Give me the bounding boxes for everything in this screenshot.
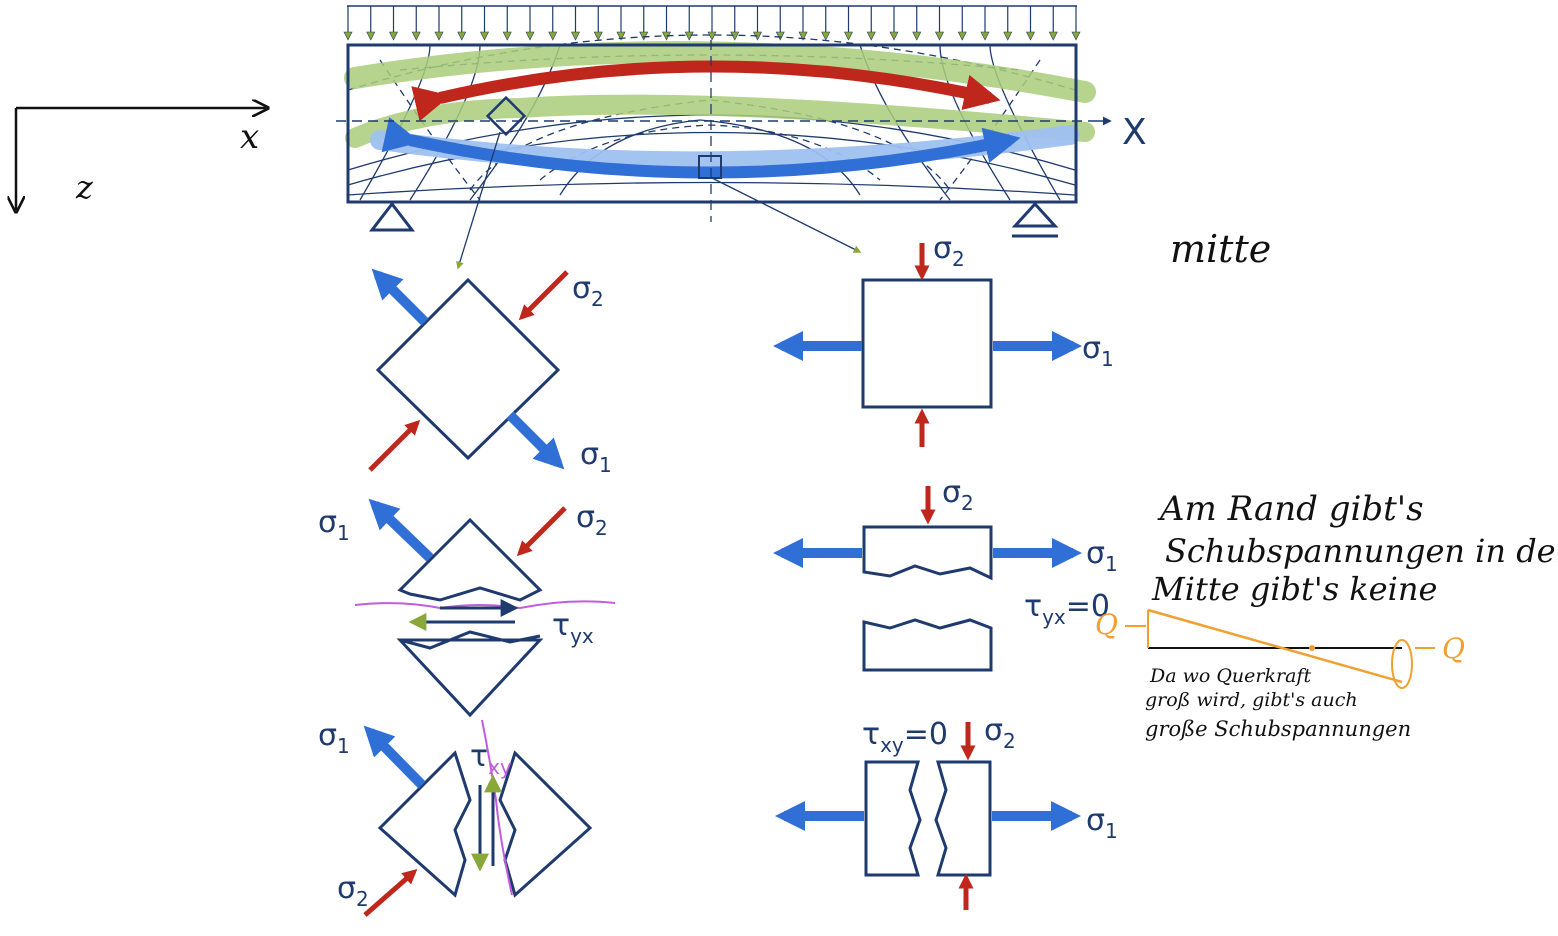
svg-text:σ1: σ1 — [318, 718, 350, 758]
load-arrow-head — [1026, 31, 1035, 41]
shear-diagram-line — [1147, 608, 1403, 684]
load-arrow-head — [935, 31, 944, 41]
coordinate-axes: x z — [16, 108, 266, 210]
axis-z-label: z — [75, 168, 94, 206]
svg-text:τyx: τyx — [552, 608, 594, 648]
note-line-2: Schubspannungen in der — [1165, 532, 1558, 570]
load-arrow-head — [1003, 31, 1013, 41]
leader-mid — [711, 177, 862, 253]
load-arrow-head — [1048, 31, 1058, 41]
note-bottom-2: groß wird, gibt's auch — [1145, 689, 1358, 711]
load-arrow-head — [844, 31, 853, 41]
note-bottom-3: große Schubspannungen — [1145, 717, 1411, 741]
svg-text:σ2: σ2 — [576, 500, 608, 540]
load-arrow-head — [980, 31, 990, 41]
svg-text:τxy=0: τxy=0 — [862, 717, 948, 757]
element-mid-horizontal-split: σ2 σ1 τyx=0 — [773, 475, 1118, 672]
load-arrow-head — [502, 31, 512, 41]
element-support-vertical-crack: σ1 σ2 τxy — [318, 718, 593, 917]
load-arrow-head — [434, 31, 444, 41]
load-arrow-head — [616, 31, 626, 41]
axis-x-big-label: X — [1122, 112, 1147, 153]
svg-text:σ2: σ2 — [984, 713, 1016, 753]
load-arrow-head — [866, 31, 876, 41]
svg-text:σ2: σ2 — [942, 475, 974, 515]
load-arrow-head — [730, 31, 740, 41]
load-arrow-head — [343, 31, 353, 41]
note-line-1: Am Rand gibt's — [1157, 489, 1424, 529]
note-mitte: mitte — [1170, 227, 1271, 271]
load-arrow-head — [411, 31, 421, 41]
load-arrow-head — [389, 31, 398, 41]
note-bottom-1: Da wo Querkraft — [1149, 665, 1311, 687]
svg-text:σ2: σ2 — [337, 871, 369, 911]
svg-text:σ1: σ1 — [1086, 803, 1118, 843]
support-right — [1011, 201, 1059, 228]
svg-text:τxy: τxy — [470, 739, 512, 779]
tension-arrow — [381, 117, 1021, 179]
load-arrow-head — [1071, 31, 1081, 41]
leader-support — [456, 131, 501, 270]
svg-text:σ1: σ1 — [1086, 536, 1118, 576]
compression-arrow — [411, 60, 1001, 122]
element-support-intact: σ2 σ1 — [368, 268, 612, 477]
element-marker-mid — [698, 155, 722, 179]
compression-band-upper — [344, 41, 1096, 103]
beam: X — [336, 5, 1147, 270]
element-mid-vertical-split: σ2 σ1 τxy=0 — [775, 713, 1118, 910]
beam-outline — [346, 43, 1078, 204]
load-arrow-head — [912, 31, 922, 41]
support-left — [368, 201, 416, 232]
load-arrow-head — [775, 31, 785, 41]
shear-q-right: Q — [1442, 632, 1465, 665]
load-arrow-head — [889, 31, 899, 41]
svg-text:σ1: σ1 — [318, 505, 350, 545]
note-line-3: Mitte gibt's keine — [1151, 570, 1437, 608]
load-arrow-head — [684, 31, 694, 41]
load-arrow-head — [571, 31, 580, 41]
distributed-load — [343, 5, 1081, 41]
shear-q-left: Q — [1095, 608, 1118, 641]
load-arrow-head — [798, 31, 808, 41]
svg-text:τyx=0: τyx=0 — [1024, 589, 1110, 629]
element-support-horizontal-crack: σ1 σ2 τyx — [318, 498, 616, 718]
svg-text:σ1: σ1 — [580, 437, 612, 477]
svg-text:σ2: σ2 — [572, 271, 604, 311]
load-arrow-head — [639, 31, 649, 41]
load-arrow-head — [457, 31, 467, 41]
element-mid-intact: σ2 σ1 — [773, 231, 1114, 447]
load-arrow-head — [525, 31, 535, 41]
load-arrow-head — [593, 31, 603, 41]
load-arrow-head — [821, 31, 831, 41]
axis-x-label: x — [240, 117, 259, 157]
load-arrow-head — [548, 31, 558, 41]
element-marker-support — [485, 95, 527, 137]
load-arrow-head — [366, 31, 376, 41]
load-arrow-head — [957, 31, 967, 41]
handwritten-notes: mitte Am Rand gibt's Schubspannungen in … — [1095, 227, 1558, 741]
load-arrow-head — [480, 31, 489, 41]
load-arrow-head — [707, 31, 717, 41]
svg-text:σ1: σ1 — [1082, 331, 1114, 371]
svg-text:σ2: σ2 — [933, 231, 965, 271]
